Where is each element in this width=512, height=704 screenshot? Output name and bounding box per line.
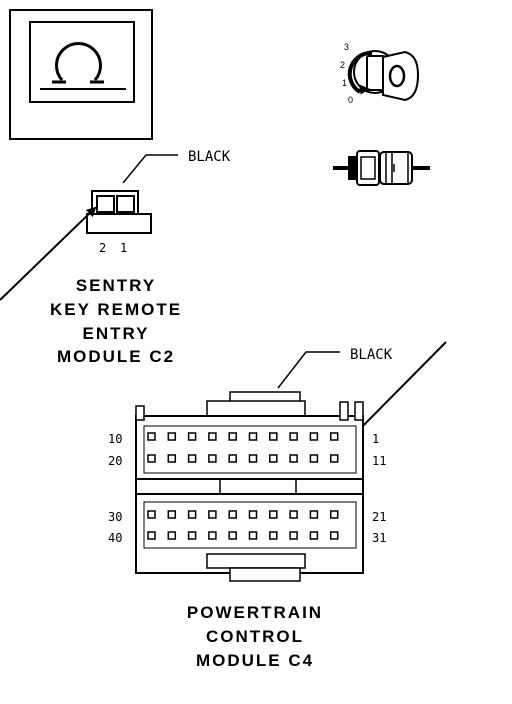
c4-pin-cavity	[208, 432, 217, 441]
c4-pin-cavity	[187, 510, 197, 519]
c2-pin-2-label: 2	[99, 241, 106, 255]
c4-pin-cavity	[167, 531, 177, 540]
c2-title-line-2: KEY REMOTE	[50, 300, 182, 319]
c4-pin-cavity	[329, 432, 339, 441]
connector-symbol-inset	[9, 9, 153, 140]
c4-pin-cavity	[329, 454, 339, 463]
c4-pin-40-label: 40	[108, 531, 122, 545]
ignition-position-3: 3	[344, 42, 349, 52]
c4-pin-cavity	[248, 432, 258, 441]
c4-pin-1-label: 1	[372, 432, 379, 446]
c4-pin-cavity	[329, 531, 339, 540]
c4-pin-10-label: 10	[108, 432, 122, 446]
c4-pin-21-label: 21	[372, 510, 386, 524]
c4-pin-cavity	[269, 432, 278, 441]
c4-pin-cavity	[228, 454, 237, 463]
c2-title-line-3: ENTRY	[83, 324, 150, 343]
ignition-position-0: 0	[348, 95, 353, 105]
c4-pin-cavity	[208, 510, 217, 519]
c4-pin-cavity	[329, 510, 339, 519]
c4-pin-cavity	[289, 531, 298, 540]
c4-pin-11-label: 11	[372, 454, 386, 468]
c4-pin-cavity	[309, 510, 319, 519]
c4-pin-cavity	[187, 531, 197, 540]
c4-pin-31-label: 31	[372, 531, 386, 545]
c4-pin-cavity	[228, 510, 237, 519]
c4-title-line-1: POWERTRAIN	[187, 603, 323, 622]
c4-pin-cavity	[147, 510, 156, 519]
c4-pin-cavity	[208, 454, 217, 463]
c4-title-line-2: CONTROL	[206, 627, 304, 646]
c4-pin-cavity	[147, 531, 156, 540]
c4-pin-cavity	[289, 432, 298, 441]
c4-title-line-3: MODULE C4	[196, 651, 314, 670]
c4-pin-cavity	[147, 454, 156, 463]
ignition-switch: 3 2 1 0	[333, 42, 430, 186]
c4-pin-cavity	[269, 531, 278, 540]
c4-pin-cavity	[309, 432, 319, 441]
c4-connector: BLACK 10 1 20 11 30 21 40 31 POWERTRAIN …	[108, 341, 447, 670]
c2-color-label: BLACK	[188, 149, 231, 165]
c4-pin-cavity	[147, 432, 156, 441]
c4-pin-cavity	[187, 432, 197, 441]
c2-title-line-4: MODULE C2	[57, 347, 175, 366]
c4-pin-cavity	[289, 454, 298, 463]
c4-pin-cavity	[167, 432, 177, 441]
c4-pin-cavity	[187, 454, 197, 463]
c4-pin-cavity	[289, 510, 298, 519]
c4-pin-cavity	[248, 454, 258, 463]
c4-pin-cavities	[147, 432, 339, 540]
c4-pin-cavity	[309, 531, 319, 540]
circle-connector-symbol-icon	[40, 41, 126, 90]
c4-pin-cavity	[167, 510, 177, 519]
c4-pin-cavity	[208, 531, 217, 540]
c4-pin-cavity	[248, 510, 258, 519]
ignition-key-icon	[347, 50, 420, 102]
c4-pin-cavity	[269, 454, 278, 463]
c2-pin-1-label: 1	[120, 241, 127, 255]
c4-pin-20-label: 20	[108, 454, 122, 468]
c4-pin-cavity	[309, 454, 319, 463]
ignition-position-2: 2	[340, 60, 345, 70]
ignition-position-1: 1	[342, 78, 347, 88]
c4-pin-cavity	[167, 454, 177, 463]
c2-connector: BLACK 2 1 SENTRY KEY REMOTE ENTRY MODULE…	[0, 149, 231, 366]
ignition-switch-side-icon	[333, 150, 430, 186]
c4-pin-cavity	[228, 531, 237, 540]
c4-pin-cavity	[248, 531, 258, 540]
c4-color-label: BLACK	[350, 347, 393, 363]
c4-pin-30-label: 30	[108, 510, 122, 524]
c4-pin-cavity	[228, 432, 237, 441]
c4-pin-cavity	[269, 510, 278, 519]
c2-title-line-1: SENTRY	[76, 276, 156, 295]
